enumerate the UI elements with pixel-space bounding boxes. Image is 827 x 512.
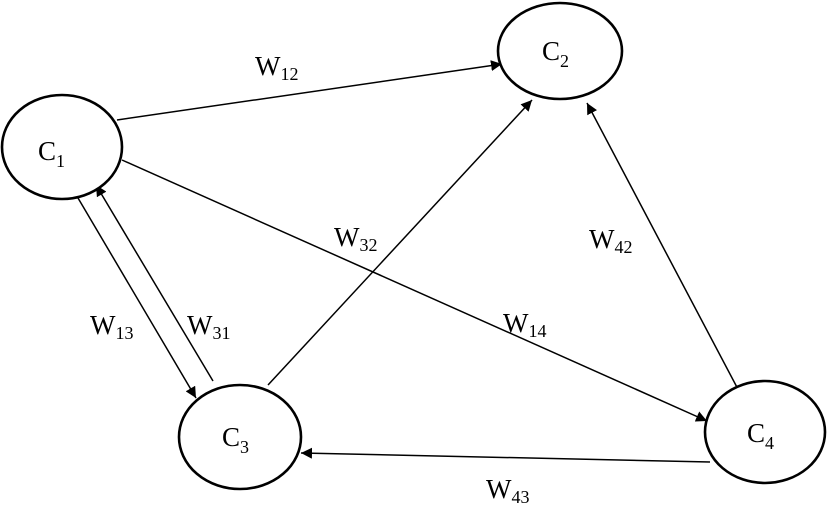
edge-w14 [121,159,708,422]
edge-label-w43: W43 [486,474,529,507]
edge-label-w42: W42 [589,224,632,257]
node-c1-ellipse [0,93,124,201]
edge-label-w32: W32 [334,222,377,255]
node-c2: C2 [496,1,624,101]
node-c2-ellipse [496,1,624,101]
node-c3-ellipse [177,383,303,491]
edge-w31 [95,184,214,382]
edge-w13 [77,197,197,399]
node-c2-label: C2 [542,36,569,71]
edge-w42 [586,102,741,394]
edge-labels: W12 W13 W31 W32 W14 W42 W43 [90,51,632,507]
node-c4-label: C4 [747,418,774,453]
node-c3: C3 [177,383,303,491]
node-c3-label: C3 [222,422,249,457]
edge-label-w14: W14 [503,308,546,341]
node-c1-label: C1 [38,136,65,171]
edge-w12 [116,60,503,121]
edge-label-w12: W12 [255,51,298,84]
node-c4-ellipse [703,379,827,485]
edge-w32 [267,99,533,386]
edge-w43 [300,447,711,463]
edge-label-w13: W13 [90,310,133,343]
edges [77,60,741,463]
node-c1: C1 [0,93,124,201]
node-c4: C4 [703,379,827,485]
edge-label-w31: W31 [187,310,230,343]
